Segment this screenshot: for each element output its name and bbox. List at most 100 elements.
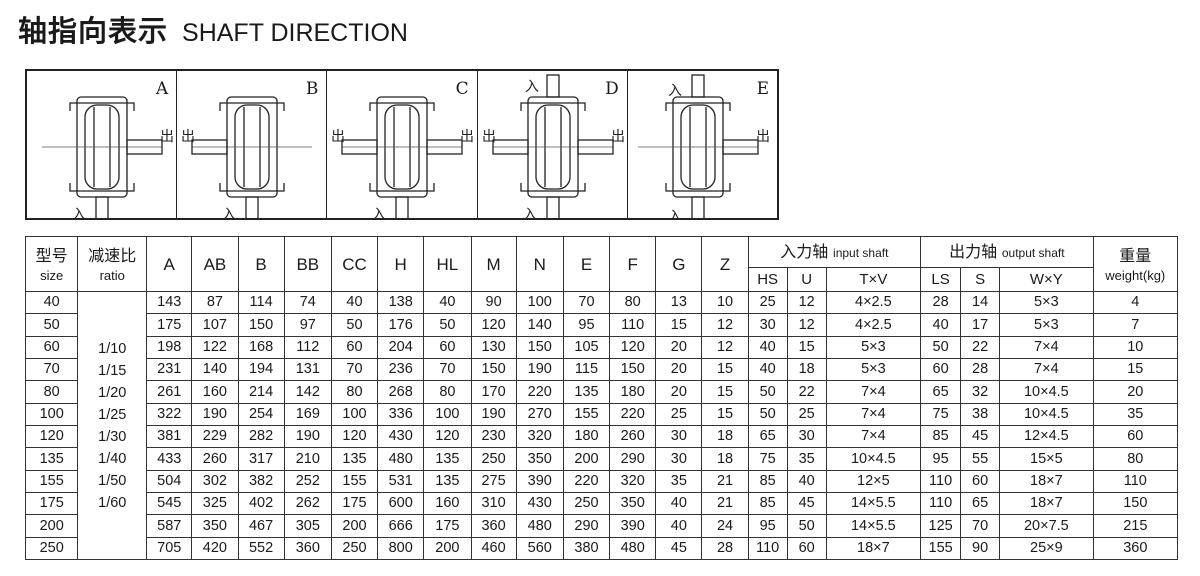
table-cell: 175 bbox=[423, 514, 472, 538]
table-cell: 252 bbox=[283, 469, 332, 493]
table-cell: 15 bbox=[655, 313, 703, 337]
diagram-label: D bbox=[605, 79, 619, 99]
table-cell: 60 bbox=[920, 357, 962, 382]
table-cell: 190 bbox=[515, 357, 564, 382]
table-cell: 35 bbox=[1092, 402, 1179, 426]
header-s: S bbox=[960, 267, 1001, 292]
table-cell: 114 bbox=[237, 290, 285, 315]
table-cell: 14×5.5 bbox=[825, 491, 922, 516]
table-cell: 545 bbox=[146, 491, 193, 516]
table-cell: 194 bbox=[237, 357, 285, 382]
table-cell: 7×4 bbox=[825, 402, 922, 426]
table-cell: 420 bbox=[191, 536, 239, 561]
table-cell: 70 bbox=[330, 357, 379, 382]
table-cell: 100 bbox=[330, 402, 379, 426]
table-cell: 10 bbox=[1092, 335, 1179, 359]
header-hl: HL bbox=[423, 236, 472, 292]
table-cell: 74 bbox=[283, 290, 332, 315]
table-cell: 20×7.5 bbox=[999, 514, 1094, 538]
svg-text:出: 出 bbox=[331, 129, 345, 145]
table-cell: 155 bbox=[24, 469, 79, 493]
table-cell: 50 bbox=[747, 402, 788, 426]
table-cell: 45 bbox=[786, 491, 827, 516]
table-cell: 250 bbox=[24, 536, 79, 561]
table-cell: 10×4.5 bbox=[825, 447, 922, 471]
table-cell: 430 bbox=[377, 424, 425, 449]
table-cell: 305 bbox=[283, 514, 332, 538]
table-cell: 180 bbox=[609, 380, 657, 404]
table-cell: 65 bbox=[920, 380, 962, 404]
table-cell: 250 bbox=[330, 536, 379, 561]
table-cell: 261 bbox=[146, 380, 193, 404]
table-cell: 160 bbox=[191, 380, 239, 404]
table-cell: 360 bbox=[283, 536, 332, 561]
table-cell: 38 bbox=[960, 402, 1001, 426]
table-cell: 190 bbox=[283, 424, 332, 449]
table-cell: 100 bbox=[515, 290, 564, 315]
table-cell: 140 bbox=[191, 357, 239, 382]
table-cell: 430 bbox=[515, 491, 564, 516]
table-cell: 40 bbox=[655, 514, 703, 538]
table-cell: 322 bbox=[146, 402, 193, 426]
table-cell: 4×2.5 bbox=[825, 313, 922, 337]
header-output-shaft: 出力轴 output shaft bbox=[920, 236, 1094, 268]
table-cell: 30 bbox=[655, 424, 703, 449]
table-cell: 100 bbox=[24, 402, 79, 426]
table-cell: 531 bbox=[377, 469, 425, 493]
table-cell: 275 bbox=[470, 469, 517, 493]
ratio-value: 1/25 bbox=[98, 406, 127, 423]
table-cell: 200 bbox=[562, 447, 611, 471]
table-cell: 360 bbox=[1092, 536, 1179, 561]
diagram-label: B bbox=[305, 79, 319, 99]
table-cell: 112 bbox=[283, 335, 332, 359]
table-cell: 10×4.5 bbox=[999, 380, 1094, 404]
table-cell: 214 bbox=[237, 380, 285, 404]
table-cell: 7×4 bbox=[999, 335, 1094, 359]
table-cell: 40 bbox=[747, 357, 788, 382]
header-bb: BB bbox=[283, 236, 332, 292]
table-cell: 40 bbox=[24, 290, 79, 315]
table-cell: 250 bbox=[470, 447, 517, 471]
table-cell: 35 bbox=[655, 469, 703, 493]
table-cell: 320 bbox=[515, 424, 564, 449]
table-cell: 40 bbox=[747, 335, 788, 359]
ratio-value: 1/20 bbox=[98, 384, 127, 401]
table-cell: 350 bbox=[609, 491, 657, 516]
header-n: N bbox=[515, 236, 564, 292]
table-cell: 75 bbox=[920, 402, 962, 426]
table-cell: 7 bbox=[1092, 313, 1179, 337]
header-b: B bbox=[237, 236, 285, 292]
table-cell: 15 bbox=[786, 335, 827, 359]
table-cell: 169 bbox=[283, 402, 332, 426]
table-cell: 160 bbox=[423, 491, 472, 516]
header-f: F bbox=[609, 236, 657, 292]
table-cell: 80 bbox=[609, 290, 657, 315]
table-cell: 70 bbox=[960, 514, 1001, 538]
table-cell: 800 bbox=[377, 536, 425, 561]
svg-text:入: 入 bbox=[668, 83, 682, 99]
ratio-value: 1/40 bbox=[98, 450, 127, 467]
table-cell: 120 bbox=[470, 313, 517, 337]
gearbox-diagram-b-icon: 出入 bbox=[181, 96, 313, 218]
table-cell: 120 bbox=[330, 424, 379, 449]
table-cell: 60 bbox=[24, 335, 79, 359]
gearbox-diagram-a-icon: 出入 bbox=[42, 96, 174, 218]
table-cell: 18 bbox=[701, 424, 749, 449]
header-wxy: W×Y bbox=[999, 267, 1094, 292]
table-cell: 12 bbox=[701, 335, 749, 359]
table-cell: 380 bbox=[562, 536, 611, 561]
table-cell: 175 bbox=[330, 491, 379, 516]
table-cell: 467 bbox=[237, 514, 285, 538]
table-cell: 15×5 bbox=[999, 447, 1094, 471]
table-cell: 20 bbox=[655, 380, 703, 404]
table-cell: 80 bbox=[423, 380, 472, 404]
table-cell: 14 bbox=[960, 290, 1001, 315]
table-cell: 175 bbox=[24, 491, 79, 516]
table-cell: 336 bbox=[377, 402, 425, 426]
